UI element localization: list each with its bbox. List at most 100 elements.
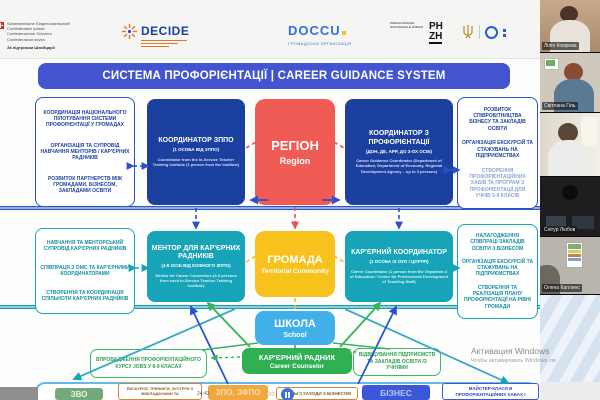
box-english: Career Counselor (269, 362, 325, 370)
decide-wordmark: DECIDE (141, 24, 190, 38)
box-english: Career Guidance Coordinator (Department … (355, 158, 443, 174)
picture-frame-icon (544, 58, 559, 70)
business-chip: БІЗНЕС (362, 385, 430, 400)
box-title: КАР'ЄРНИЙ КООРДИНАТОР (351, 248, 447, 256)
swiss-flag-icon (0, 22, 4, 29)
participant-tile[interactable]: Снігур Любов (540, 177, 600, 237)
laptop-icon (546, 216, 566, 228)
window-light (581, 117, 597, 147)
phzh-zh: ZH (429, 31, 443, 44)
playback-time: 24:43 (197, 391, 210, 397)
zvo-chip: ЗВО (55, 388, 103, 400)
hromada-divider-line (0, 305, 540, 309)
task-item: СПІВПРАЦЯ З ОМС ТА КАР'ЄРНИМИ КООРДИНАТО… (40, 264, 130, 277)
box-english: Territorial Community (261, 267, 329, 275)
avatar (560, 6, 578, 22)
task-item: СТВОРЕННЯ ТА РЕАЛІЗАЦІЯ ПЛАНУ ПРОФОРІЄНТ… (464, 284, 531, 310)
participant-name: Олена Каплинс (542, 284, 582, 292)
ring-logo-icon (485, 25, 498, 39)
task-item: НАЛАГОДЖЕННЯ СПІВПРАЦІ ЗАКЛАДІВ ОСВІТИ З… (470, 233, 525, 252)
hromada-right-tasks-box: НАЛАГОДЖЕННЯ СПІВПРАЦІ ЗАКЛАДІВ ОСВІТИ З… (457, 224, 538, 319)
partner-logos (462, 25, 506, 39)
box-title: ШКОЛА (274, 317, 316, 330)
task-item: НАВЧАННЯ ТА МЕНТОРСЬКИЙ СУПРОВІД КАР'ЄРН… (43, 239, 127, 252)
box-title: КООРДИНАТОР ЗППО (158, 136, 234, 144)
mentor-box: МЕНТОР ДЛЯ КАР'ЄРНИХ РАДНИКІВ (4-5 ОСІБ … (147, 231, 245, 302)
doccu-wordmark: DOCCU (288, 23, 341, 38)
visits-box: ВІДВІДУВАННЯ ПІДПРИЄМСТВ ТА ЗАКЛАДІВ ОСВ… (353, 348, 441, 376)
phzh-wordmark: PH ZH (429, 22, 443, 44)
avatar (548, 140, 590, 176)
participant-tile[interactable]: Олена Каплинс (540, 237, 600, 295)
participants-sidebar: Лілія Комрева Світлана Гіль Снігур Любов (540, 0, 600, 400)
box-subtitle: (4-5 ОСІБ ВІД КОЖНОГО ЗППО) (161, 263, 231, 269)
region-divider-line (0, 206, 540, 210)
coordinator-zppo-box: КООРДИНАТОР ЗППО (1 ОСОБА ВІД ЗППО) Coor… (147, 99, 245, 205)
task-item: ОРГАНІЗАЦІЯ ЕКСКУРСІЙ ТА СТАЖУВАНЬ НА ПІ… (462, 140, 533, 159)
pause-button[interactable] (281, 388, 294, 400)
shared-slide: Schweizerische Eidgenossenschaft Confédé… (0, 0, 540, 400)
doccu-accent-icon (341, 31, 346, 35)
avatar (558, 123, 578, 142)
laptop-icon (572, 216, 594, 229)
swiss-line: Confédération suisse (7, 26, 45, 32)
slide-title: СИСТЕМА ПРОФОРІЄНТАЦІЇ | CAREER GUIDANCE… (38, 63, 510, 89)
box-title: МЕНТОР ДЛЯ КАР'ЄРНИХ РАДНИКІВ (151, 244, 241, 261)
pause-icon (288, 391, 291, 398)
decide-tagline-bars (141, 39, 187, 47)
box-english: School (283, 331, 307, 339)
box-subtitle: (1 ОСОБА ВІД ЗППО) (172, 147, 220, 153)
participant-tile[interactable] (540, 113, 600, 177)
box-title: КООРДИНАТОР З ПРОФОРІЄНТАЦІЇ (368, 130, 430, 146)
box-title: ГРОМАДА (267, 253, 323, 266)
fast-forward-icon[interactable]: ▶▶ (298, 391, 306, 397)
region-right-tasks-box: РОЗВИТОК СПІВРОБІТНИЦТВА БІЗНЕСУ ТА ЗАКЛ… (457, 97, 538, 209)
empty-background (540, 295, 600, 382)
box-title: КАР'ЄРНИЙ РАДНИК (258, 352, 336, 362)
task-item: РОЗВИТОК СПІВРОБІТНИЦТВА БІЗНЕСУ ТА ЗАКЛ… (469, 106, 526, 132)
jobs-course-box: ВПРОВАДЖЕННЯ ПРОФОРІЄНТАЦІЙНОГО КУРСУ JO… (90, 349, 207, 378)
box-english: Coordinator from the In-Service Teacher … (152, 156, 240, 167)
task-item: СТВОРЕННЯ ТА КООРДИНАЦІЯ СПІЛЬНОТИ КАР'Є… (41, 289, 129, 302)
decide-logo: DECIDE (122, 24, 189, 47)
participant-tile[interactable]: Лілія Комрева (540, 0, 600, 53)
swiss-line: Confederaziun svizra (7, 36, 45, 42)
participant-name: Снігур Любов (542, 226, 578, 234)
participant-name: Світлана Гіль (542, 102, 578, 110)
swiss-line: Confederazione Svizzera (7, 31, 52, 37)
trident-icon (463, 25, 473, 39)
zpo-chip: ЗПО, ЗФПО (208, 385, 268, 400)
box-subtitle: (1 ОСОБА ІЗ ОУО / ЦПРПП) (369, 259, 429, 265)
logo-divider (479, 25, 480, 39)
task-item: РОЗВИТОК ПАРТНЕРСТВ МІЖ ГРОМАДАМИ, БІЗНЕ… (47, 175, 123, 195)
mentor-left-tasks-box: НАВЧАННЯ ТА МЕНТОРСЬКИЙ СУПРОВІД КАР'ЄРН… (35, 228, 135, 314)
phzh-logo: PÄDAGOGISCHE HOCHSCHULE ZÜRICH PH ZH (390, 21, 443, 44)
hromada-box: ГРОМАДА Territorial Community (255, 231, 335, 297)
logo-band: Schweizerische Eidgenossenschaft Confédé… (0, 0, 540, 59)
swiss-line: Schweizerische Eidgenossenschaft (7, 21, 70, 26)
task-item: ОРГАНІЗАЦІЯ ЕКСКУРСІЙ ТА СТАЖУВАНЬ НА ПІ… (462, 258, 533, 278)
task-item: КООРДИНАЦІЯ НАЦІОНАЛЬНОГО ПІЛОТУВАННЯ СИ… (43, 109, 127, 129)
school-box: ШКОЛА School (255, 311, 335, 345)
box-title: РЕГІОН (271, 138, 319, 153)
career-counselor-box: КАР'ЄРНИЙ РАДНИК Career Counselor (242, 348, 352, 374)
excursions-chip: ЕКСКУРСІЇ, ТРЕНІНГИ, ЗУСТРІЧІ З ВИКЛАДАЧ… (118, 383, 202, 400)
pause-icon (284, 391, 287, 398)
decide-star-icon (122, 24, 137, 39)
career-coordinator-box: КАР'ЄРНИЙ КООРДИНАТОР (1 ОСОБА ІЗ ОУО / … (345, 231, 453, 302)
rewind-icon[interactable]: ◀◀ (266, 391, 274, 397)
phzh-fullname: PÄDAGOGISCHE HOCHSCHULE ZÜRICH (390, 21, 424, 29)
watermark-line: Активация Windows (471, 346, 550, 356)
doccu-subtitle: ГРОМАДСЬКА ОРГАНІЗАЦІЯ (288, 41, 352, 46)
participant-name: Лілія Комрева (542, 42, 579, 50)
windows-activation-watermark: Активация Windows Чтобы активировать Win… (471, 346, 556, 364)
watermark-line: Чтобы активировать Windows, пе (471, 358, 557, 364)
career-guidance-coordinator-box: КООРДИНАТОР З ПРОФОРІЄНТАЦІЇ (ДОН, ДЕ, А… (345, 99, 453, 205)
swiss-confederation-block: Schweizerische Eidgenossenschaft Confédé… (7, 21, 70, 50)
ring-logo-dots-icon (503, 27, 506, 37)
box-subtitle: (ДОН, ДЕ, АРР, ДО 3-ОХ ОСІБ) (365, 148, 433, 154)
task-item: ОРГАНІЗАЦІЯ ТА СУПРОВІД НАВЧАННЯ МЕНТОРІ… (40, 142, 130, 162)
swiss-support-line: За підтримки Швейцарії (7, 44, 55, 50)
task-item: СТВОРЕННЯ ПРОФОРІЄНТАЦІЙНИХ ХАБІВ ТА ПРО… (469, 167, 526, 199)
participant-tile[interactable]: Світлана Гіль (540, 53, 600, 113)
